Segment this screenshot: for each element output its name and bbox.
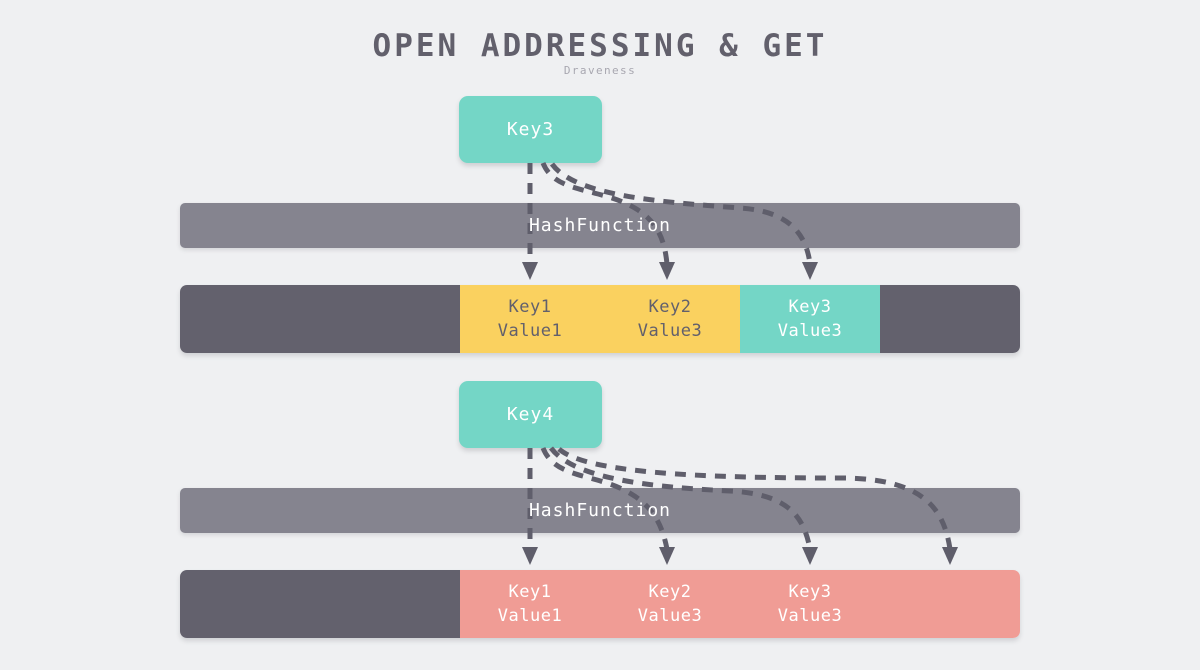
bucket-slot-key1-value: Value1 [497,606,563,626]
page-subtitle: Draveness [563,64,637,77]
bucket-slot-key3-value: Value3 [777,606,843,626]
bucket-slot-key1: Key1 Value1 [460,570,600,638]
bucket-slot-key2: Key2 Value3 [600,570,740,638]
hash-function-bar-1 [180,203,1020,248]
bucket-array-1: Key1 Value1 Key2 Value3 Key3 Value3 [180,285,1020,353]
bucket-slot-key3: Key3 Value3 [740,570,880,638]
bucket-slot-key2-key: Key2 [648,581,692,602]
bucket-slot-key2-value: Value3 [637,606,703,626]
bucket-slot-empty [880,285,1020,353]
bucket-slot-key2: Key2 Value3 [600,285,740,353]
bucket-array-2: Key1 Value1 Key2 Value3 Key3 Value3 [180,570,1020,638]
bucket-slot-key1-value: Value1 [497,321,563,341]
page-title: OPEN ADDRESSING & GET [372,28,828,64]
bucket-slot-key3: Key3 Value3 [740,285,880,353]
key-box-key4-label: Key4 [506,404,555,425]
bucket-slot-key1: Key1 Value1 [460,285,600,353]
bucket-slot-key1-key: Key1 [508,296,552,317]
bucket-slot-key2-key: Key2 [648,296,692,317]
key-box-key4[interactable]: Key4 [459,381,602,448]
hash-function-bar-2 [180,488,1020,533]
bucket-slot-key1-key: Key1 [508,581,552,602]
bucket-slot-probe-empty [880,570,1020,638]
key-box-key3[interactable]: Key3 [459,96,602,163]
key-box-key3-label: Key3 [506,119,555,140]
bucket-slot-key3-value: Value3 [777,321,843,341]
bucket-slot-key2-value: Value3 [637,321,703,341]
bucket-slot-key3-key: Key3 [788,581,832,602]
bucket-slot-empty [180,570,460,638]
bucket-slot-key3-key: Key3 [788,296,832,317]
bucket-slot-empty [180,285,460,353]
